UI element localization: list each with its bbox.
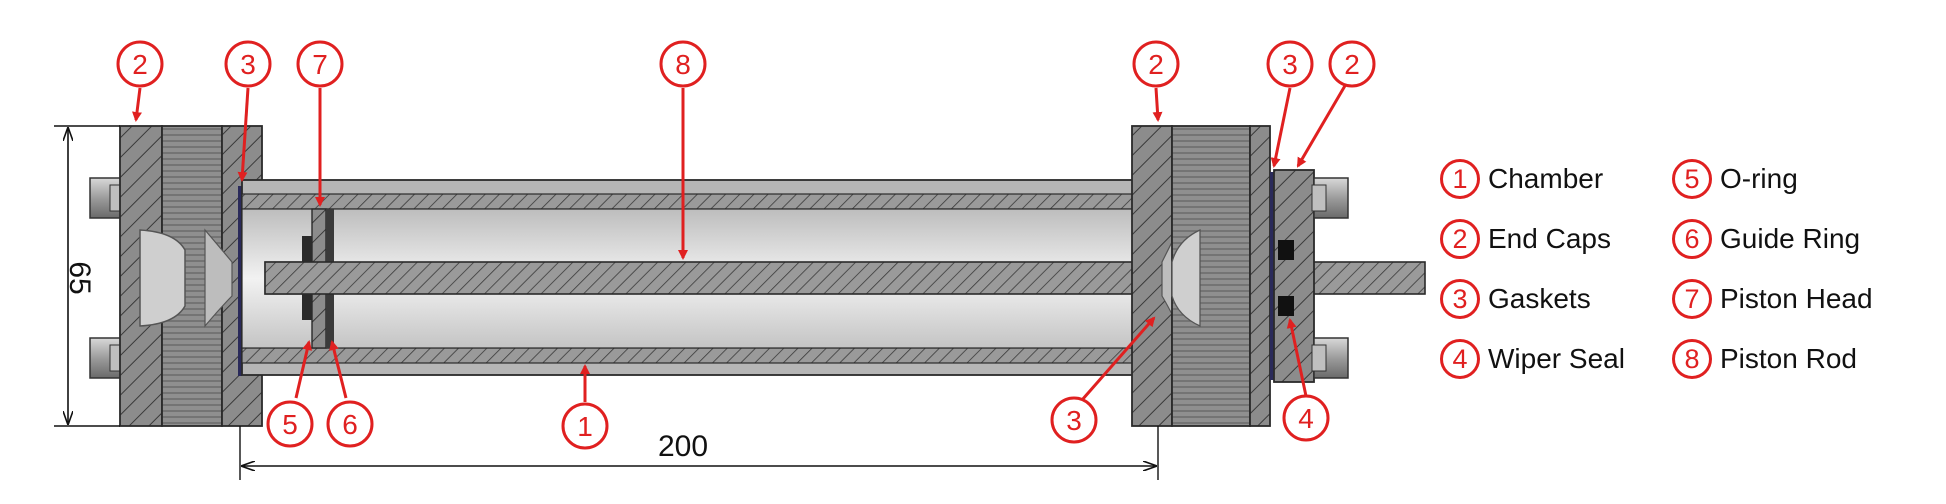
left-bolt-bottom — [89, 337, 125, 379]
legend-item-piston-rod: 8 Piston Rod — [1672, 335, 1857, 383]
legend-item-wiper-seal: 4 Wiper Seal — [1440, 335, 1625, 383]
callout-c4-number: 8 — [675, 49, 691, 80]
legend-label: Gaskets — [1488, 283, 1591, 314]
callout-c6-number: 3 — [1282, 49, 1298, 80]
length-dimension: 200 — [239, 426, 1159, 480]
callout-c3-number: 7 — [312, 49, 328, 80]
height-dimension: 65 — [54, 125, 120, 427]
leader-c1 — [132, 87, 142, 122]
legend-label: Guide Ring — [1720, 223, 1861, 254]
callout-c1-circle — [116, 40, 164, 88]
parts-legend: 1 Chamber 2 End Caps 3 Gaskets 4 Wiper S… — [1440, 155, 1940, 385]
legend-number: 6 — [1672, 219, 1712, 259]
callout-c12-number: 4 — [1298, 403, 1314, 434]
callout-c7-number: 2 — [1344, 49, 1360, 80]
callout-c10-circle — [561, 402, 609, 450]
legend-label: End Caps — [1488, 223, 1611, 254]
wiper-seal-bottom — [1278, 296, 1294, 316]
left-end-assembly — [89, 125, 263, 427]
left-end-cap — [119, 125, 263, 427]
leader-c12 — [1286, 318, 1308, 397]
leader-c6 — [1270, 87, 1292, 168]
legend-item-end-caps: 2 End Caps — [1440, 215, 1611, 263]
wiper-seal-top — [1278, 240, 1294, 260]
legend-number: 2 — [1440, 219, 1480, 259]
height-dimension-value: 65 — [63, 261, 96, 294]
leader-c11 — [1080, 316, 1156, 401]
callout-c3-circle — [296, 40, 344, 88]
leader-c9 — [329, 340, 348, 399]
right-bolt-top — [1311, 177, 1349, 219]
leader-c7 — [1296, 83, 1348, 168]
left-gasket — [238, 186, 242, 376]
leader-c5 — [1152, 87, 1163, 122]
callout-c12-circle — [1282, 394, 1330, 442]
callout-c9-number: 6 — [342, 409, 358, 440]
legend-label: Wiper Seal — [1488, 343, 1625, 374]
legend-item-chamber: 1 Chamber — [1440, 155, 1603, 203]
legend-item-gaskets: 3 Gaskets — [1440, 275, 1591, 323]
callout-c9-circle — [326, 400, 374, 448]
leader-c2 — [237, 87, 250, 182]
callout-c5-number: 2 — [1148, 49, 1164, 80]
legend-label: O-ring — [1720, 163, 1798, 194]
leader-c8 — [294, 340, 313, 399]
right-end-assembly — [1131, 125, 1349, 427]
callout-c11-number: 3 — [1066, 405, 1082, 436]
callout-c7-circle — [1328, 40, 1376, 88]
legend-label: Chamber — [1488, 163, 1604, 194]
callout-c2-number: 3 — [240, 49, 256, 80]
left-bolt-top — [89, 177, 125, 219]
legend-item-o-ring: 5 O-ring — [1672, 155, 1798, 203]
callout-c4-circle — [659, 40, 707, 88]
legend-number: 1 — [1440, 159, 1480, 199]
callout-c2-circle — [224, 40, 272, 88]
callout-c8-circle — [266, 400, 314, 448]
legend-number: 7 — [1672, 279, 1712, 319]
callout-c1-number: 2 — [132, 49, 148, 80]
right-retaining-plate — [1273, 169, 1315, 383]
legend-item-guide-ring: 6 Guide Ring — [1672, 215, 1860, 263]
callout-c5-circle — [1132, 40, 1180, 88]
legend-label: Piston Rod — [1720, 343, 1857, 374]
legend-item-piston-head: 7 Piston Head — [1672, 275, 1873, 323]
callouts: 2 3 7 8 2 3 2 5 6 1 — [116, 40, 1376, 450]
legend-number: 8 — [1672, 339, 1712, 379]
length-dimension-value: 200 — [658, 430, 708, 463]
callout-c8-number: 5 — [282, 409, 298, 440]
legend-label: Piston Head — [1720, 283, 1873, 314]
legend-number: 5 — [1672, 159, 1712, 199]
callout-c6-circle — [1266, 40, 1314, 88]
right-bolt-bottom — [1311, 337, 1349, 379]
right-end-cap — [1131, 125, 1271, 427]
legend-number: 3 — [1440, 279, 1480, 319]
right-outer-gasket — [1270, 172, 1274, 380]
legend-number: 4 — [1440, 339, 1480, 379]
callout-c11-circle — [1050, 396, 1098, 444]
callout-c10-number: 1 — [577, 411, 593, 442]
